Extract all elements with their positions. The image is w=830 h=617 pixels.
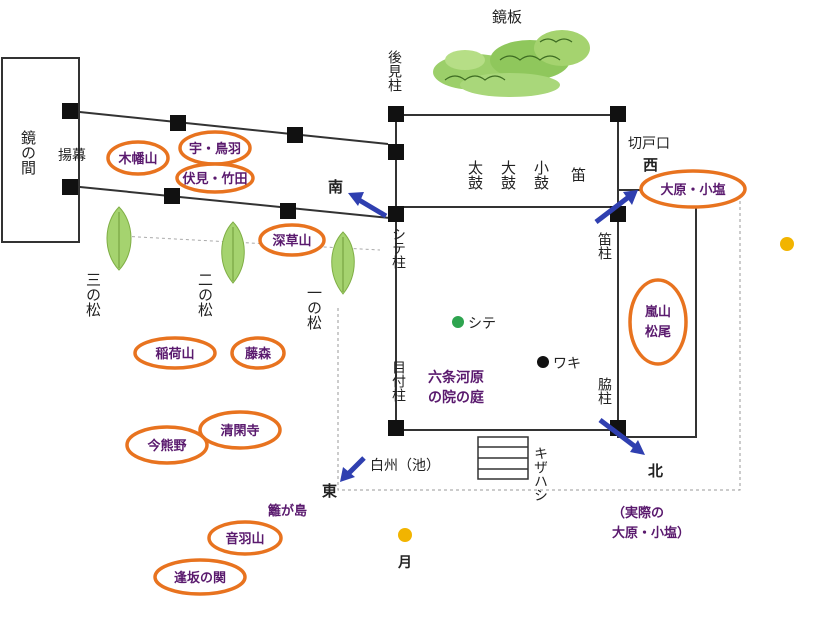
place-imagumano: 今熊野 <box>146 438 186 454</box>
place-arashiyama-line1: 嵐山 <box>644 304 671 320</box>
place-inari: 稲荷山 <box>155 346 194 362</box>
hayashi-fue: 笛 <box>569 167 587 182</box>
shirasu-label: 白州（池） <box>370 458 440 474</box>
hayashi-taiko: 太鼓 <box>466 160 484 190</box>
direction-arrows <box>340 190 645 482</box>
pine-tree-3 <box>106 206 132 271</box>
pine-tree-1 <box>331 231 355 295</box>
hashigakari <box>62 103 391 251</box>
pine-label-2: 二の松 <box>196 272 214 317</box>
moon-label: 月 <box>397 555 412 571</box>
stage-name-line2: の院の庭 <box>428 389 485 406</box>
place-markers: 木幡山 宇・鳥羽 伏見・竹田 深草山 稲荷山 藤森 清閑寺 今熊野 音羽山 逢坂… <box>106 130 747 596</box>
waki-marker-icon <box>537 356 549 368</box>
place-kiyomizu: 清閑寺 <box>220 423 259 439</box>
shirasu-boundary <box>337 195 741 491</box>
agemaku-label: 揚幕 <box>58 147 86 164</box>
pine-trees <box>106 206 355 295</box>
direction-south: 南 <box>328 178 343 196</box>
pine-tree-2 <box>221 221 245 284</box>
direction-west: 西 <box>643 156 658 174</box>
place-arashiyama-line2: 松尾 <box>645 324 671 340</box>
place-osaka: 逢坂の関 <box>174 570 226 586</box>
place-uji-toba: 宇・鳥羽 <box>189 141 241 157</box>
place-kohata: 木幡山 <box>117 151 157 167</box>
place-fukakusa: 深草山 <box>272 233 311 249</box>
kizahashi-label: キザハシ <box>532 446 548 502</box>
shite-pillar-label: シテ柱 <box>390 227 406 269</box>
shite-label: シテ <box>468 316 496 332</box>
waki-label: ワキ <box>553 356 581 372</box>
hayashi-kotsuzumi: 小鼓 <box>532 160 550 190</box>
moon-icon <box>398 528 412 542</box>
sun-icon <box>780 237 794 251</box>
direction-north: 北 <box>648 462 663 480</box>
stage-name-line1: 六条河原 <box>428 369 484 386</box>
actual-ohara-line1: （実際の <box>612 505 664 521</box>
actual-ohara-line2: 大原・小塩） <box>612 525 690 541</box>
pine-label-3: 三の松 <box>84 272 102 317</box>
kagamiita-pine-painting <box>433 30 590 97</box>
place-ohara-oshio: 大原・小塩 <box>660 182 725 198</box>
kagami-no-ma: 鏡の間 <box>1 57 80 243</box>
direction-east: 東 <box>322 482 337 500</box>
fue-pillar-label: 笛柱 <box>596 232 612 260</box>
kirido-label: 切戸口 <box>628 136 670 152</box>
place-otowa: 音羽山 <box>225 531 264 547</box>
kagamiita-label: 鏡板 <box>492 8 522 26</box>
place-fujinomori: 藤森 <box>245 346 272 362</box>
koken-pillar-label: 後見柱 <box>386 50 402 92</box>
waki-pillar-label: 脇柱 <box>596 377 612 405</box>
pine-label-1: 一の松 <box>305 285 323 330</box>
place-fushimi-takeda: 伏見・竹田 <box>182 171 247 187</box>
magaki-label: 籬が島 <box>268 503 307 519</box>
hayashi-otsuzumi: 大鼓 <box>499 160 517 190</box>
kagami-no-ma-label: 鏡の間 <box>19 129 37 176</box>
kizahashi-stairs <box>477 436 529 480</box>
shite-marker-icon <box>452 316 464 328</box>
metsuke-pillar-label: 目付柱 <box>390 360 406 402</box>
